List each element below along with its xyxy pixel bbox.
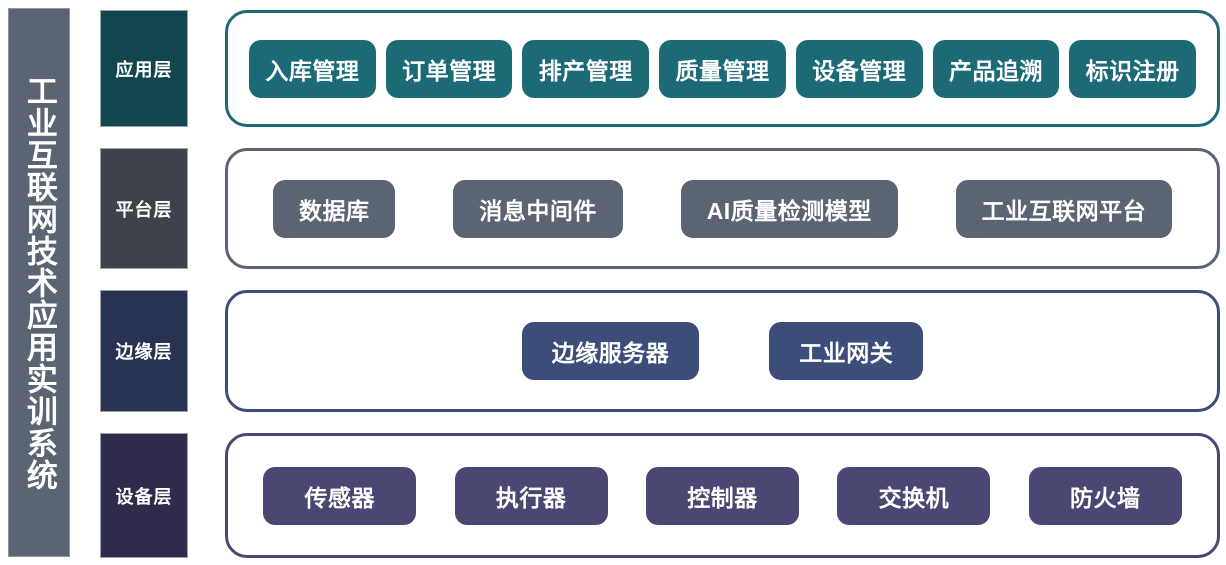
module-pill[interactable]: 边缘服务器 [521, 322, 700, 380]
layer-row-platform: 平台层 数据库 消息中间件 AI质量检测模型 工业互联网平台 [100, 148, 1220, 269]
layer-container-device: 传感器 执行器 控制器 交换机 防火墙 [225, 433, 1220, 558]
layer-row-edge: 边缘层 边缘服务器 工业网关 [100, 290, 1220, 412]
module-pill[interactable]: 排产管理 [522, 39, 650, 98]
layer-container-edge: 边缘服务器 工业网关 [225, 290, 1220, 412]
module-pill[interactable]: 入库管理 [249, 39, 376, 98]
layer-badge-platform: 平台层 [100, 148, 188, 269]
module-pill[interactable]: 工业互联网平台 [955, 179, 1173, 238]
module-pill[interactable]: 交换机 [837, 466, 991, 525]
module-pill[interactable]: 质量管理 [659, 39, 786, 98]
module-pill[interactable]: AI质量检测模型 [680, 179, 898, 238]
module-pill[interactable]: 工业网关 [769, 322, 924, 380]
module-pill[interactable]: 消息中间件 [453, 179, 623, 238]
module-pill[interactable]: 传感器 [263, 466, 417, 525]
module-pill[interactable]: 标识注册 [1069, 39, 1197, 98]
layer-container-platform: 数据库 消息中间件 AI质量检测模型 工业互联网平台 [225, 148, 1220, 269]
module-pill[interactable]: 防火墙 [1028, 466, 1182, 525]
module-pill[interactable]: 产品追溯 [932, 39, 1060, 98]
module-pill[interactable]: 执行器 [454, 466, 608, 525]
layer-badge-device: 设备层 [100, 433, 188, 558]
system-title-text: 工业互联网技术应用实训系统 [21, 74, 57, 491]
layer-badge-application: 应用层 [100, 10, 188, 127]
module-pill[interactable]: 数据库 [272, 179, 396, 238]
module-pill[interactable]: 订单管理 [385, 39, 513, 98]
module-pill[interactable]: 控制器 [645, 466, 799, 525]
system-title-bar: 工业互联网技术应用实训系统 [8, 8, 70, 557]
layer-row-device: 设备层 传感器 执行器 控制器 交换机 防火墙 [100, 433, 1220, 558]
layer-badge-edge: 边缘层 [100, 290, 188, 412]
layer-container-application: 入库管理 订单管理 排产管理 质量管理 设备管理 产品追溯 标识注册 [225, 10, 1220, 127]
layer-row-application: 应用层 入库管理 订单管理 排产管理 质量管理 设备管理 产品追溯 标识注册 [100, 10, 1220, 127]
module-pill[interactable]: 设备管理 [795, 39, 923, 98]
